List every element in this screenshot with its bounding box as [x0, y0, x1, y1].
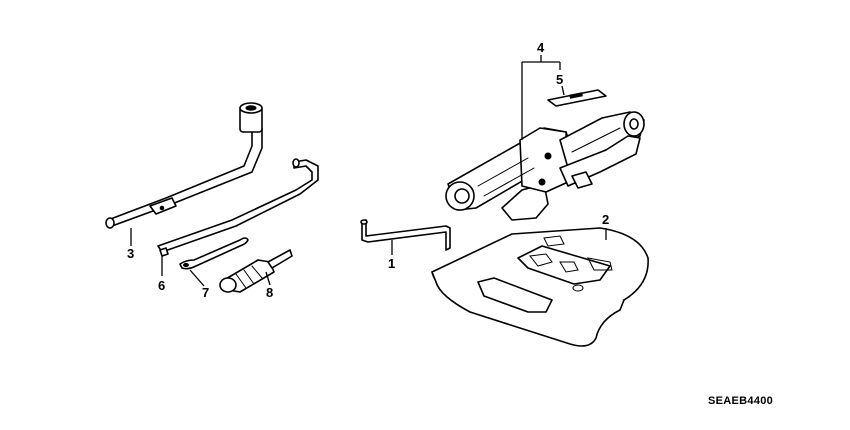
- callout-8: 8: [266, 285, 273, 300]
- leader-lines: [130, 55, 607, 287]
- screwdriver: [219, 249, 293, 293]
- callout-6: 6: [158, 278, 165, 293]
- callout-2: 2: [602, 212, 609, 227]
- label-plate: [547, 89, 607, 107]
- wrench-blade: [179, 237, 249, 270]
- callout-1: 1: [388, 256, 395, 271]
- callout-7: 7: [202, 285, 209, 300]
- diagram-code: SEAEB4400: [708, 395, 773, 407]
- extension-bar: [157, 158, 319, 253]
- rod-part-6: [159, 247, 169, 257]
- callout-4: 4: [537, 40, 545, 55]
- callout-3: 3: [127, 246, 134, 261]
- wheel-nut-wrench: [105, 102, 263, 229]
- jack-tray: [431, 227, 649, 347]
- jack-handle: [360, 219, 451, 251]
- scissor-jack: [445, 111, 645, 221]
- callout-5: 5: [556, 72, 563, 87]
